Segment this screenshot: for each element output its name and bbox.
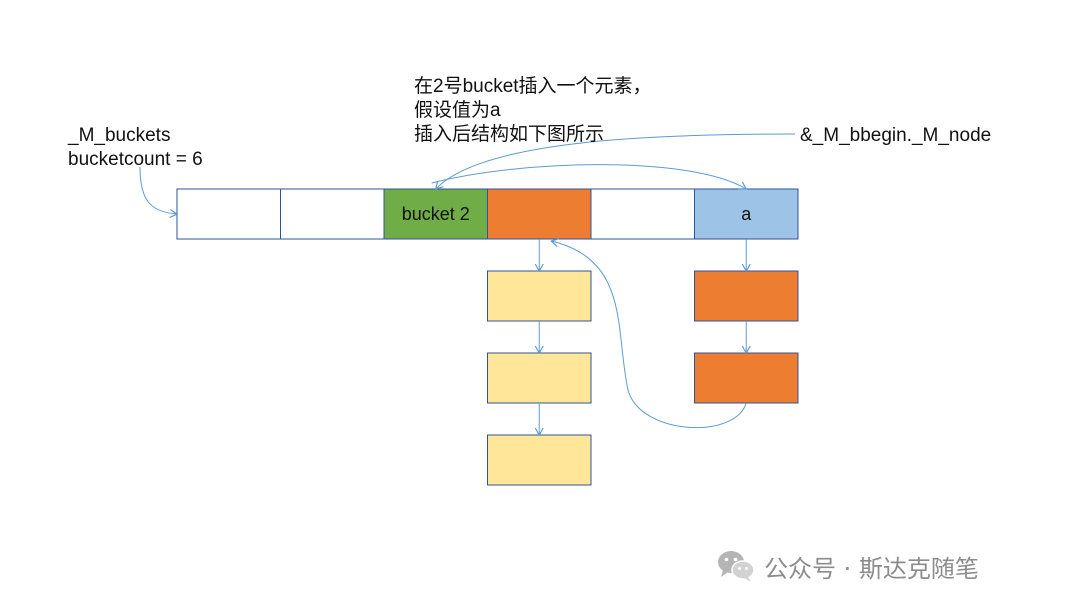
insert-note-line-1: 在2号bucket插入一个元素， — [414, 76, 652, 97]
chain-0-node-1 — [487, 352, 592, 404]
chain-1-node-1 — [694, 352, 799, 404]
watermark-text: 公众号 · 斯达克随笔 — [764, 554, 979, 583]
bucket-cell-1 — [280, 188, 385, 240]
buckets-name-label: _M_buckets — [68, 125, 171, 146]
bucket-array — [176, 188, 799, 240]
bucket-cell-0 — [176, 188, 281, 240]
connector-arrows — [139, 133, 796, 437]
bucket-cell-3 — [487, 188, 592, 240]
node-chains — [487, 270, 799, 486]
loop-back-arrow — [550, 238, 747, 429]
bbegin-to-node-a-arrow — [431, 164, 748, 190]
insert-note-line-3: 插入后结构如下图所示 — [414, 124, 605, 145]
buckets-pointer-arrow — [139, 166, 179, 219]
bbegin-node-label: &_M_bbegin._M_node — [800, 125, 992, 146]
bucket-count-label: bucketcount = 6 — [68, 149, 203, 170]
bucket-label-2: bucket 2 — [401, 204, 470, 224]
insert-note-line-2: 假设值为a — [414, 100, 501, 121]
bucket-label-5: a — [741, 204, 752, 224]
chain-1-node-0 — [694, 270, 799, 322]
bucket-cell-5 — [694, 188, 799, 240]
bbegin-to-bucket-2-arrow — [434, 133, 796, 190]
bucket-cell-4 — [590, 188, 695, 240]
chain-0-node-0 — [487, 270, 592, 322]
wechat-icon — [718, 551, 755, 582]
chain-0-node-2 — [487, 434, 592, 486]
watermark: 公众号 · 斯达克随笔 — [716, 548, 979, 584]
